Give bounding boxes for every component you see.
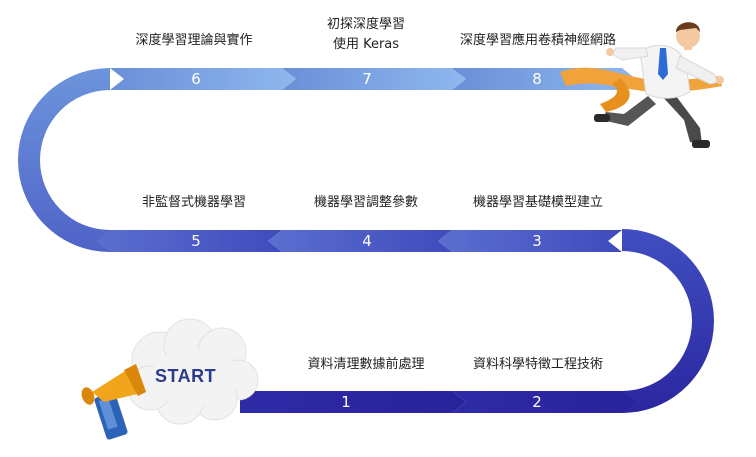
step-label-line1: 資料科學特徵工程技術	[472, 357, 604, 372]
start-label: START	[155, 366, 217, 386]
step-arrow-2	[452, 391, 636, 413]
step-number-1: 1	[341, 393, 351, 411]
step-label-line2: 使用 Keras	[332, 37, 400, 52]
running-man-icon	[560, 22, 724, 148]
step-label-8: 深度學習應用卷積神經網路	[460, 31, 616, 51]
step-label-7: 初探深度學習使用 Keras	[327, 15, 405, 55]
step-number-8: 8	[532, 70, 542, 88]
step-arrow-7	[282, 68, 466, 90]
step-arrow-5	[96, 230, 282, 252]
right-turn-curve	[622, 229, 714, 413]
step-label-4: 機器學習調整參數	[314, 193, 418, 213]
step-label-2: 資料科學特徵工程技術	[473, 355, 603, 375]
cloud-icon	[127, 318, 259, 425]
step-label-line1: 機器學習基礎模型建立	[472, 195, 604, 210]
step-label-line1: 初探深度學習	[326, 17, 406, 32]
step-number-3: 3	[532, 232, 542, 250]
step-label-line1: 深度學習應用卷積神經網路	[459, 33, 617, 48]
step-number-4: 4	[362, 232, 372, 250]
step-label-5: 非監督式機器學習	[142, 193, 246, 213]
step-label-3: 機器學習基礎模型建立	[473, 193, 603, 213]
step-arrow-6	[110, 68, 296, 90]
left-turn-curve	[18, 68, 110, 252]
step-number-7: 7	[362, 70, 372, 88]
step-number-2: 2	[532, 393, 542, 411]
step-number-5: 5	[191, 232, 201, 250]
step-number-6: 6	[191, 70, 201, 88]
step-label-line1: 資料清理數據前處理	[307, 357, 425, 372]
step-label-1: 資料清理數據前處理	[307, 355, 424, 375]
step-label-line1: 機器學習調整參數	[313, 195, 419, 210]
megaphone-icon	[81, 364, 146, 440]
step-label-6: 深度學習理論與實作	[135, 31, 252, 51]
step-arrow-4	[268, 230, 452, 252]
step-arrow-3	[438, 230, 622, 252]
step-arrow-1	[240, 391, 466, 413]
step-label-line1: 非監督式機器學習	[141, 195, 247, 210]
step-label-line1: 深度學習理論與實作	[135, 33, 253, 48]
